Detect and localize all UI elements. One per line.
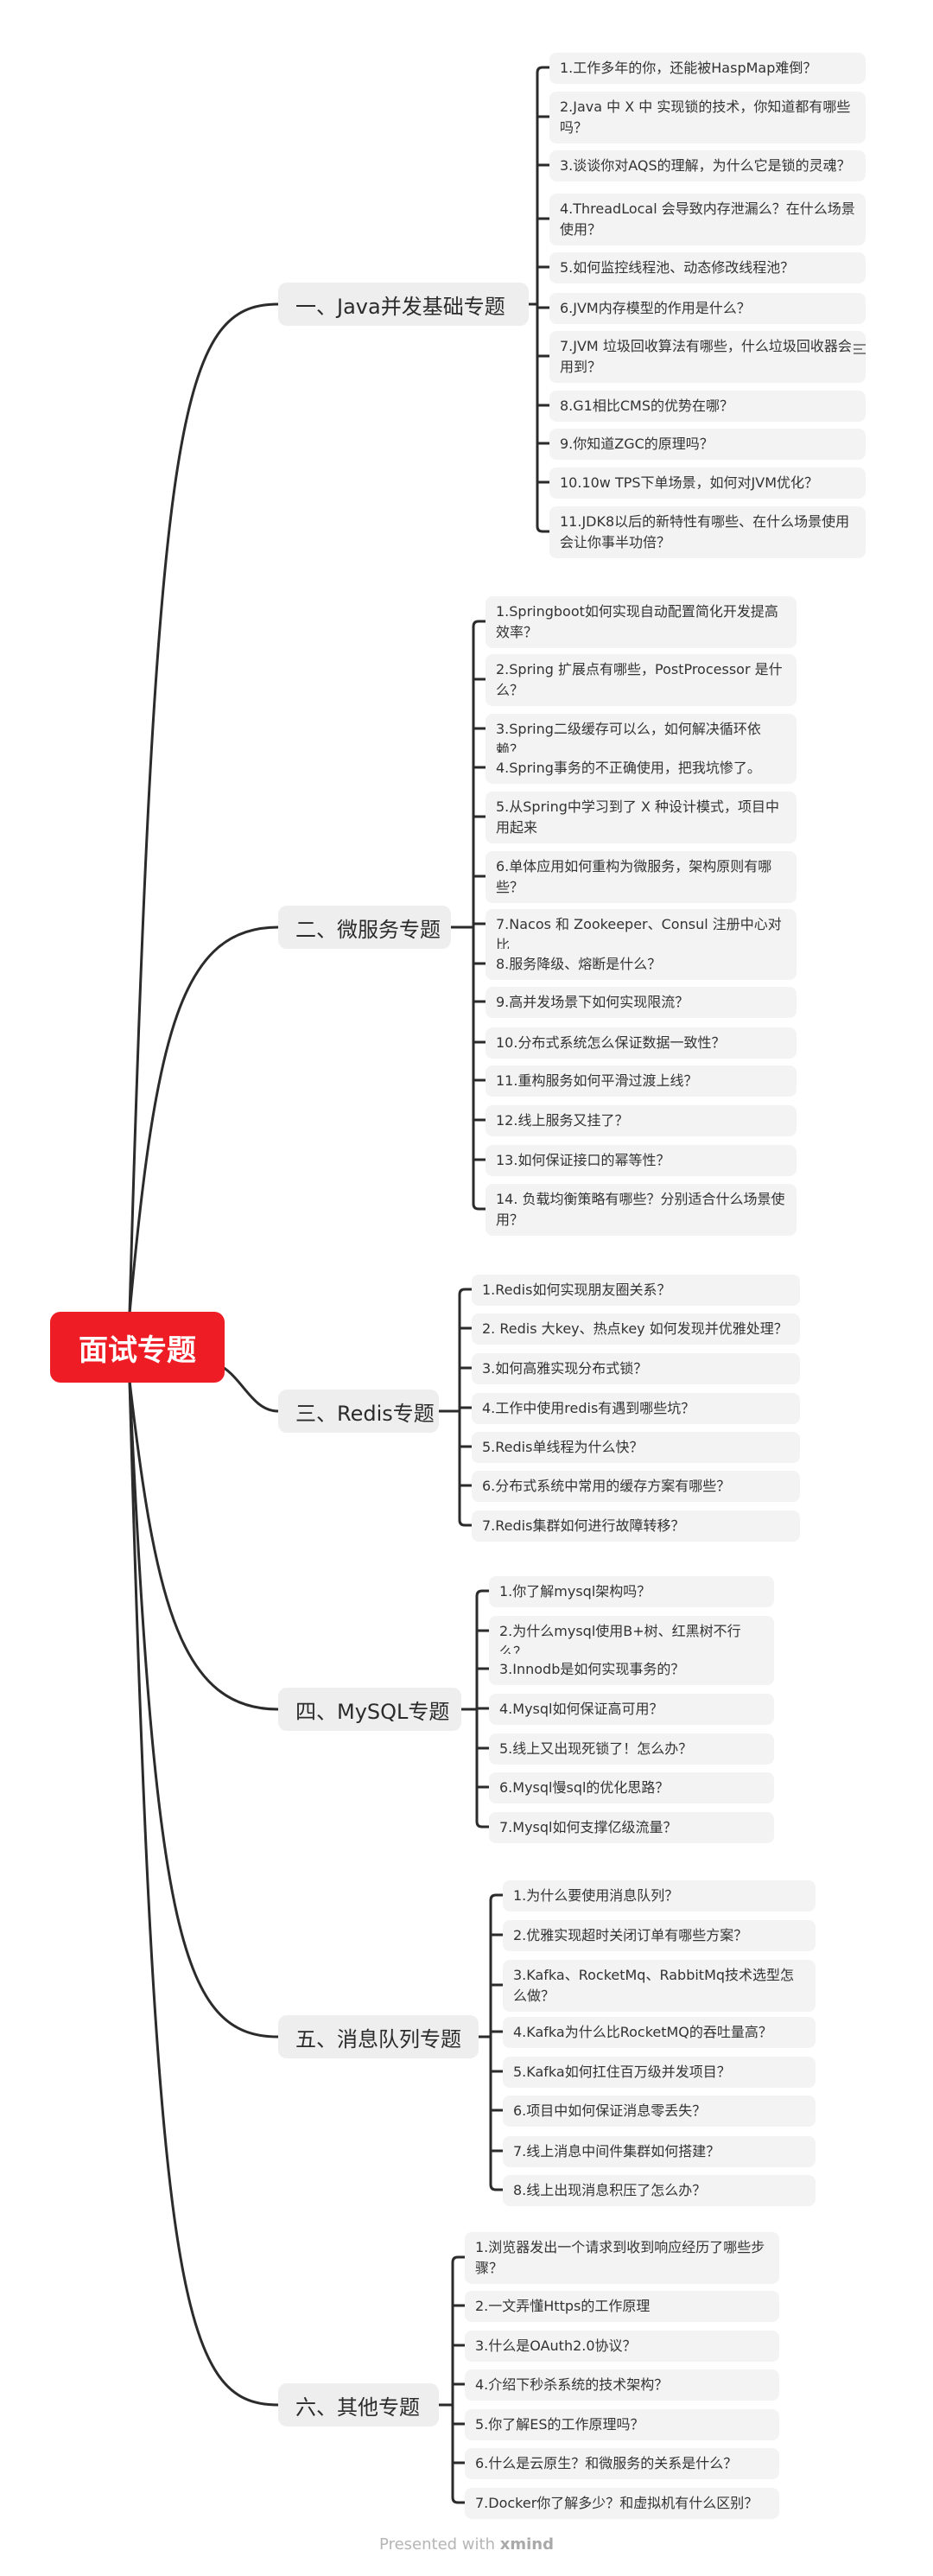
subtopic-1-1[interactable]: 1.工作多年的你，还能被HaspMap难倒？ — [549, 53, 866, 84]
branch-topic-5[interactable]: 五、消息队列专题 — [278, 2015, 479, 2058]
note-icon[interactable] — [854, 344, 866, 354]
subtopic-2-5[interactable]: 5.从Spring中学习到了 X 种设计模式，项目中用起来 — [486, 792, 797, 843]
subtopic-3-5[interactable]: 5.Redis单线程为什么快？ — [472, 1432, 800, 1463]
root-to-branch-3-line — [214, 1362, 280, 1413]
subtopic-5-1[interactable]: 1.为什么要使用消息队列？ — [503, 1880, 816, 1911]
subtopic-2-10[interactable]: 10.分布式系统怎么保证数据一致性？ — [486, 1027, 797, 1059]
subtopic-5-5[interactable]: 5.Kafka如何扛住百万级并发项目？ — [503, 2057, 816, 2088]
subtopic-2-8[interactable]: 8.服务降级、熔断是什么？ — [486, 949, 797, 980]
branch-topic-3[interactable]: 三、Redis专题 — [278, 1390, 439, 1433]
subtopic-1-5[interactable]: 5.如何监控线程池、动态修改线程池？ — [549, 252, 866, 283]
subtopic-6-5[interactable]: 5.你了解ES的工作原理吗？ — [465, 2409, 779, 2440]
subtopic-2-11[interactable]: 11.重构服务如何平滑过渡上线？ — [486, 1065, 797, 1097]
subtopic-2-6[interactable]: 6.单体应用如何重构为微服务，架构原则有哪些？ — [486, 851, 797, 903]
subtopic-4-4[interactable]: 4.Mysql如何保证高可用？ — [489, 1694, 774, 1725]
presented-with-footer: Presented with xmind — [0, 2535, 933, 2554]
root-topic[interactable]: 面试专题 — [50, 1312, 225, 1383]
subtopic-1-3[interactable]: 3.谈谈你对AQS的理解，为什么它是锁的灵魂？ — [549, 150, 866, 181]
footer-prefix: Presented with — [379, 2535, 495, 2554]
subtopic-3-6[interactable]: 6.分布式系统中常用的缓存方案有哪些？ — [472, 1471, 800, 1502]
branch-1-bracket-line — [536, 66, 551, 533]
subtopic-3-7[interactable]: 7.Redis集群如何进行故障转移？ — [472, 1511, 800, 1542]
branch-topic-4[interactable]: 四、MySQL专题 — [278, 1688, 461, 1731]
subtopic-6-7[interactable]: 7.Docker你了解多少？和虚拟机有什么区别？ — [465, 2488, 779, 2519]
subtopic-2-4[interactable]: 4.Spring事务的不正确使用，把我坑惨了。 — [486, 753, 797, 784]
subtopic-4-1[interactable]: 1.你了解mysql架构吗？ — [489, 1576, 774, 1607]
subtopic-2-12[interactable]: 12.线上服务又挂了？ — [486, 1105, 797, 1136]
subtopic-4-6[interactable]: 6.Mysql慢sql的优化思路？ — [489, 1772, 774, 1803]
subtopic-3-3[interactable]: 3.如何高雅实现分布式锁？ — [472, 1353, 800, 1384]
branch-6-bracket-line — [451, 2255, 466, 2504]
subtopic-6-4[interactable]: 4.介绍下秒杀系统的技术架构？ — [465, 2369, 779, 2401]
subtopic-3-4[interactable]: 4.工作中使用redis有遇到哪些坑？ — [472, 1393, 800, 1424]
branch-2-bracket-line — [472, 620, 487, 1211]
branch-topic-1[interactable]: 一、Java并发基础专题 — [278, 283, 529, 326]
root-to-branch-4-line — [128, 1379, 280, 1711]
subtopic-5-8[interactable]: 8.线上出现消息积压了怎么办？ — [503, 2175, 816, 2206]
subtopic-1-2[interactable]: 2.Java 中 X 中 实现锁的技术，你知道都有哪些吗？ — [549, 92, 866, 143]
root-to-branch-5-line — [128, 1379, 280, 2039]
root-to-branch-6-line — [128, 1379, 280, 2407]
subtopic-4-7[interactable]: 7.Mysql如何支撑亿级流量？ — [489, 1812, 774, 1843]
branch-5-bracket-line — [489, 1893, 505, 2191]
subtopic-5-3[interactable]: 3.Kafka、RocketMq、RabbitMq技术选型怎么做？ — [503, 1960, 816, 2012]
root-to-branch-1-line — [128, 302, 280, 1315]
subtopic-2-1[interactable]: 1.Springboot如何实现自动配置简化开发提高效率？ — [486, 596, 797, 648]
subtopic-3-2[interactable]: 2. Redis 大key、热点key 如何发现并优雅处理？ — [472, 1313, 800, 1345]
subtopic-2-9[interactable]: 9.高并发场景下如何实现限流？ — [486, 987, 797, 1018]
subtopic-3-1[interactable]: 1.Redis如何实现朋友圈关系？ — [472, 1275, 800, 1306]
subtopic-5-7[interactable]: 7.线上消息中间件集群如何搭建？ — [503, 2136, 816, 2167]
subtopic-6-3[interactable]: 3.什么是OAuth2.0协议？ — [465, 2331, 779, 2362]
subtopic-1-9[interactable]: 9.你知道ZGC的原理吗？ — [549, 429, 866, 460]
subtopic-5-6[interactable]: 6.项目中如何保证消息零丢失？ — [503, 2096, 816, 2127]
subtopic-5-4[interactable]: 4.Kafka为什么比RocketMQ的吞吐量高？ — [503, 2017, 816, 2048]
subtopic-4-3[interactable]: 3.Innodb是如何实现事务的？ — [489, 1654, 774, 1685]
subtopic-1-11[interactable]: 11.JDK8以后的新特性有哪些、在什么场景使用会让你事半功倍？ — [549, 506, 866, 558]
subtopic-1-7[interactable]: 7.JVM 垃圾回收算法有哪些，什么垃圾回收器会用到？ — [549, 331, 866, 383]
subtopic-6-1[interactable]: 1.浏览器发出一个请求到收到响应经历了哪些步骤？ — [465, 2232, 779, 2284]
branch-topic-2[interactable]: 二、微服务专题 — [278, 906, 451, 949]
subtopic-4-5[interactable]: 5.线上又出现死锁了！怎么办？ — [489, 1733, 774, 1765]
subtopic-6-6[interactable]: 6.什么是云原生？和微服务的关系是什么？ — [465, 2448, 779, 2479]
subtopic-1-8[interactable]: 8.G1相比CMS的优势在哪？ — [549, 391, 866, 422]
subtopic-6-2[interactable]: 2.一文弄懂Https的工作原理 — [465, 2291, 779, 2322]
subtopic-2-13[interactable]: 13.如何保证接口的幂等性？ — [486, 1145, 797, 1176]
root-to-branch-2-line — [128, 925, 280, 1315]
xmind-logo: xmind — [499, 2535, 554, 2554]
subtopic-2-2[interactable]: 2.Spring 扩展点有哪些，PostProcessor 是什么？ — [486, 654, 797, 706]
subtopic-1-4[interactable]: 4.ThreadLocal 会导致内存泄漏么？在什么场景使用？ — [549, 194, 866, 245]
branch-topic-6[interactable]: 六、其他专题 — [278, 2383, 439, 2427]
subtopic-5-2[interactable]: 2.优雅实现超时关闭订单有哪些方案？ — [503, 1920, 816, 1951]
subtopic-1-10[interactable]: 10.10w TPS下单场景，如何对JVM优化？ — [549, 467, 866, 499]
subtopic-1-6[interactable]: 6.JVM内存模型的作用是什么？ — [549, 293, 866, 324]
subtopic-2-14[interactable]: 14. 负载均衡策略有哪些？分别适合什么场景使用？ — [486, 1184, 797, 1236]
